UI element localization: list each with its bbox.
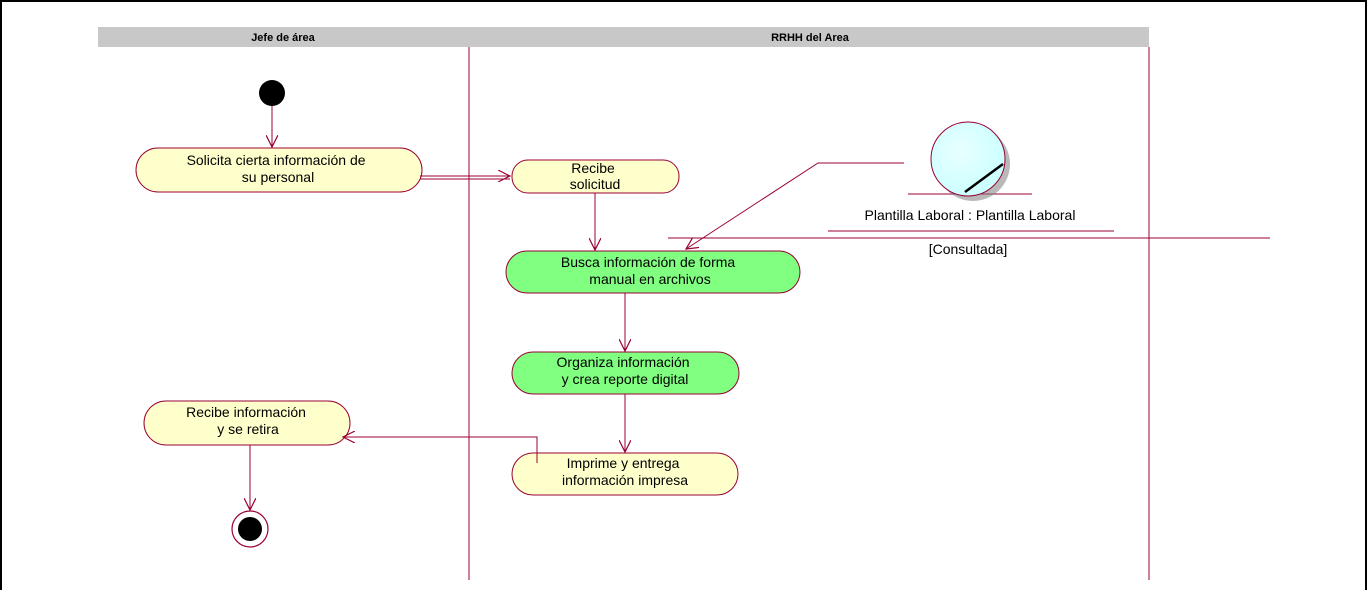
lane-header-jefe xyxy=(98,27,469,47)
object-flow-arrow xyxy=(686,162,904,249)
object-name: Plantilla Laboral : Plantilla Laboral xyxy=(865,207,1076,223)
activity-busca[interactable]: Busca información de forma manual en arc… xyxy=(505,250,801,294)
lane-title-rrhh: RRHH del Area xyxy=(771,32,850,44)
entity-object[interactable]: Plantilla Laboral : Plantilla Laboral [C… xyxy=(828,121,1114,257)
activity-organiza[interactable]: Organiza información y crea reporte digi… xyxy=(511,351,740,395)
svg-text:Solicita cierta información de: Solicita cierta información de su person… xyxy=(187,152,370,185)
activity-label: información impresa xyxy=(562,472,688,488)
object-state: [Consultada] xyxy=(929,241,1008,257)
entity-icon xyxy=(964,162,1004,194)
activity-label: manual en archivos xyxy=(589,271,710,287)
initial-node xyxy=(259,80,285,106)
activity-label: Busca información de forma xyxy=(561,254,736,270)
activity-recibe-info[interactable]: Recibe información y se retira xyxy=(143,400,351,446)
activity-shape xyxy=(135,147,423,193)
activity-label: Recibe información xyxy=(186,404,306,420)
activity-label: Imprime y entrega xyxy=(567,455,680,471)
activity-label: y se retira xyxy=(217,421,279,437)
activity-label: Organiza información xyxy=(557,354,690,370)
entity-icon xyxy=(930,121,1006,197)
lane-title-jefe: Jefe de área xyxy=(251,32,315,44)
svg-text:Imprime y entrega inform: Imprime y entrega información impresa xyxy=(562,455,688,488)
activity-label: Recibe xyxy=(571,160,615,176)
activity-shape xyxy=(505,250,801,294)
activity-label: solicitud xyxy=(570,176,621,192)
activity-imprime[interactable]: Imprime y entrega información impresa xyxy=(511,452,739,496)
final-node xyxy=(231,510,269,548)
svg-text:Recibe solicitud: Recibe solicitud xyxy=(570,160,621,192)
transitions xyxy=(250,106,1270,510)
transition-arrow xyxy=(343,437,538,463)
lane-header-rrhh xyxy=(469,27,1149,47)
activity-recibe-solicitud[interactable]: Recibe solicitud xyxy=(511,159,680,194)
svg-text:Organiza información y c: Organiza información y crea reporte digi… xyxy=(557,354,694,387)
svg-text:Recibe información y se: Recibe información y se retira xyxy=(186,404,310,437)
activity-label: Solicita cierta información de xyxy=(187,152,366,168)
activity-solicita[interactable]: Solicita cierta información de su person… xyxy=(135,147,423,193)
svg-text:Busca información de forma: Busca información de forma manual en arc… xyxy=(561,254,739,287)
activity-label: y crea reporte digital xyxy=(562,371,689,387)
activity-label: su personal xyxy=(242,169,314,185)
activity-shape xyxy=(143,400,351,446)
